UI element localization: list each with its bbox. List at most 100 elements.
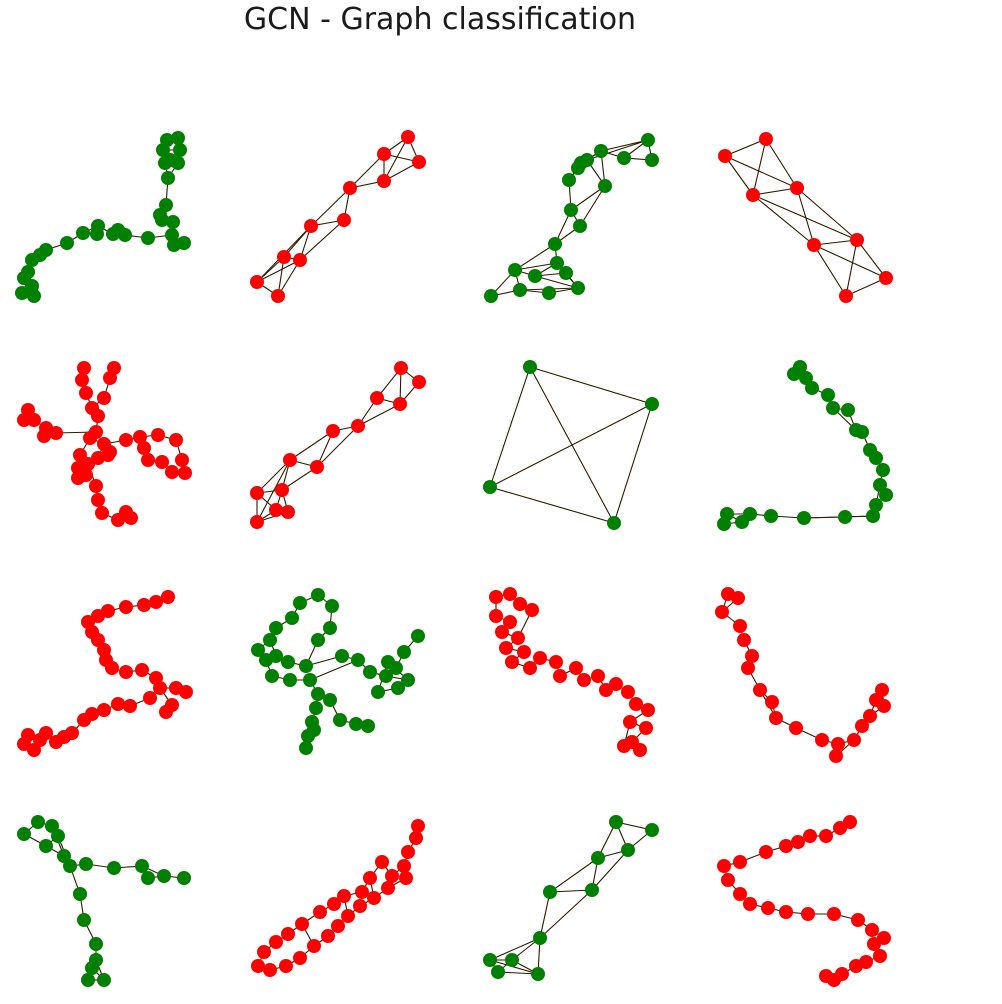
- graph-node-red: [790, 181, 804, 195]
- graph-node-red: [321, 929, 335, 943]
- graph-node-red: [326, 424, 340, 438]
- graph-node-green: [573, 219, 587, 233]
- graph-node-red: [819, 969, 833, 983]
- graph-node-red: [175, 453, 189, 467]
- graph-node-green: [559, 266, 573, 280]
- graph-node-red: [499, 641, 513, 655]
- graph-node-red: [863, 709, 877, 723]
- graph-node-red: [525, 603, 539, 617]
- graph-node-green: [155, 213, 169, 227]
- graph-panel-13: [17, 815, 191, 987]
- graph-edge: [856, 239, 887, 279]
- graph-node-green: [505, 953, 519, 967]
- graph-node-green: [513, 283, 527, 297]
- graph-node-green: [548, 237, 562, 251]
- graph-node-green: [821, 388, 835, 402]
- graph-node-green: [571, 161, 585, 175]
- graph-node-green: [281, 655, 295, 669]
- graph-node-red: [819, 829, 833, 843]
- graph-node-green: [141, 871, 155, 885]
- graph-node-green: [269, 621, 283, 635]
- graph-node-red: [385, 869, 399, 883]
- graph-node-red: [399, 871, 413, 885]
- graph-node-red: [745, 649, 759, 663]
- graph-node-red: [17, 413, 31, 427]
- graph-node-red: [879, 271, 893, 285]
- graph-node-green: [60, 236, 74, 250]
- graph-node-green: [285, 611, 299, 625]
- graph-node-red: [412, 155, 426, 169]
- graph-node-green: [564, 203, 578, 217]
- graph-node-green: [259, 653, 273, 667]
- graph-panel-5: [17, 361, 192, 527]
- graph-panel-7: [483, 360, 659, 530]
- graph-node-green: [594, 144, 608, 158]
- graph-node-green: [411, 629, 425, 643]
- graph-node-red: [363, 871, 377, 885]
- graph-node-red: [307, 939, 321, 953]
- graph-node-red: [807, 238, 821, 252]
- graph-node-red: [867, 937, 881, 951]
- graph-edge: [813, 239, 858, 246]
- graph-node-red: [77, 361, 91, 375]
- graph-node-green: [51, 829, 65, 843]
- graph-edge: [765, 138, 798, 189]
- graph-edge: [796, 187, 815, 246]
- graph-node-red: [149, 595, 163, 609]
- graph-node-green: [171, 131, 185, 145]
- graph-panel-14: [251, 819, 425, 977]
- graph-node-green: [797, 511, 811, 525]
- graph-node-red: [381, 881, 395, 895]
- graph-node-green: [161, 171, 175, 185]
- graph-node-red: [641, 703, 655, 717]
- graph-node-green: [311, 687, 325, 701]
- graph-node-green: [89, 937, 103, 951]
- graph-edge: [316, 425, 359, 468]
- graph-edge: [489, 486, 615, 524]
- graph-edge: [256, 459, 291, 494]
- graph-node-red: [827, 907, 841, 921]
- graph-node-red: [569, 661, 583, 675]
- graph-node-green: [826, 401, 840, 415]
- graph-node-green: [363, 665, 377, 679]
- graph-node-red: [393, 397, 407, 411]
- graph-node-red: [119, 505, 133, 519]
- graph-node-green: [90, 227, 104, 241]
- graph-node-red: [617, 739, 631, 753]
- graph-node-green: [645, 397, 659, 411]
- graph-panel-12: [715, 587, 891, 763]
- graph-edge: [256, 459, 291, 523]
- graph-node-red: [394, 361, 408, 375]
- graph-node-green: [764, 509, 778, 523]
- graph-edge: [813, 244, 847, 297]
- graph-edge: [724, 155, 798, 189]
- graph-node-green: [838, 510, 852, 524]
- graph-edge: [309, 659, 359, 681]
- graph-edge: [299, 219, 345, 261]
- graph-panel-11: [489, 587, 655, 757]
- graph-edge: [752, 194, 815, 246]
- graph-node-red: [377, 174, 391, 188]
- graph-node-green: [391, 681, 405, 695]
- graph-node-red: [397, 859, 411, 873]
- graph-node-green: [533, 931, 547, 945]
- graph-edge: [539, 891, 551, 939]
- graph-node-green: [580, 153, 594, 167]
- graph-node-red: [313, 905, 327, 919]
- graph-node-red: [105, 661, 119, 675]
- graph-node-green: [571, 281, 585, 295]
- graph-edge: [549, 857, 599, 893]
- graph-node-green: [17, 827, 31, 841]
- graph-panel-8: [717, 360, 893, 531]
- graph-node-green: [167, 238, 181, 252]
- graph-node-green: [39, 839, 53, 853]
- graph-node-red: [327, 897, 341, 911]
- graph-node-green: [27, 289, 41, 303]
- graph-node-green: [379, 669, 393, 683]
- graph-node-green: [107, 861, 121, 875]
- graph-node-red: [759, 845, 773, 859]
- graph-node-red: [277, 250, 291, 264]
- graph-node-red: [279, 959, 293, 973]
- graph-node-green: [542, 286, 556, 300]
- graph-node-green: [869, 451, 883, 465]
